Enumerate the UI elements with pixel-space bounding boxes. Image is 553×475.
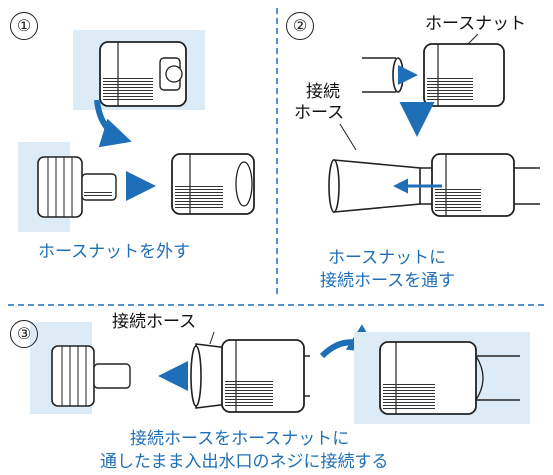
step3-fitting bbox=[30, 322, 188, 414]
step1-loose-nut bbox=[171, 153, 255, 215]
label-hose-nut: ホースナット bbox=[425, 14, 527, 34]
step1-fitting bbox=[18, 142, 156, 232]
step1-caption: ホースナットを外す bbox=[38, 242, 191, 262]
step3-hose-assembly bbox=[190, 324, 380, 413]
step3-caption-line1: 接続ホースをホースナットに bbox=[130, 429, 350, 449]
step-number-2: ② bbox=[286, 12, 314, 40]
step1-nut-on-fitting bbox=[73, 30, 205, 148]
label-connection-hose: 接続ホース bbox=[112, 312, 197, 332]
step2-hose-and-nut bbox=[328, 33, 540, 217]
label-hose-line1: 接続 bbox=[306, 82, 340, 102]
step2-caption-line2: 接続ホースを通す bbox=[320, 271, 456, 291]
label-hose-line2: ホース bbox=[294, 103, 345, 123]
step-number-1: ① bbox=[10, 12, 38, 40]
step3-caption-line2: 通したまま入出水口のネジに接続する bbox=[100, 452, 389, 472]
step3-connected bbox=[354, 332, 530, 424]
step-number-3: ③ bbox=[10, 320, 38, 348]
step2-caption-line1: ホースナットに bbox=[328, 248, 447, 268]
